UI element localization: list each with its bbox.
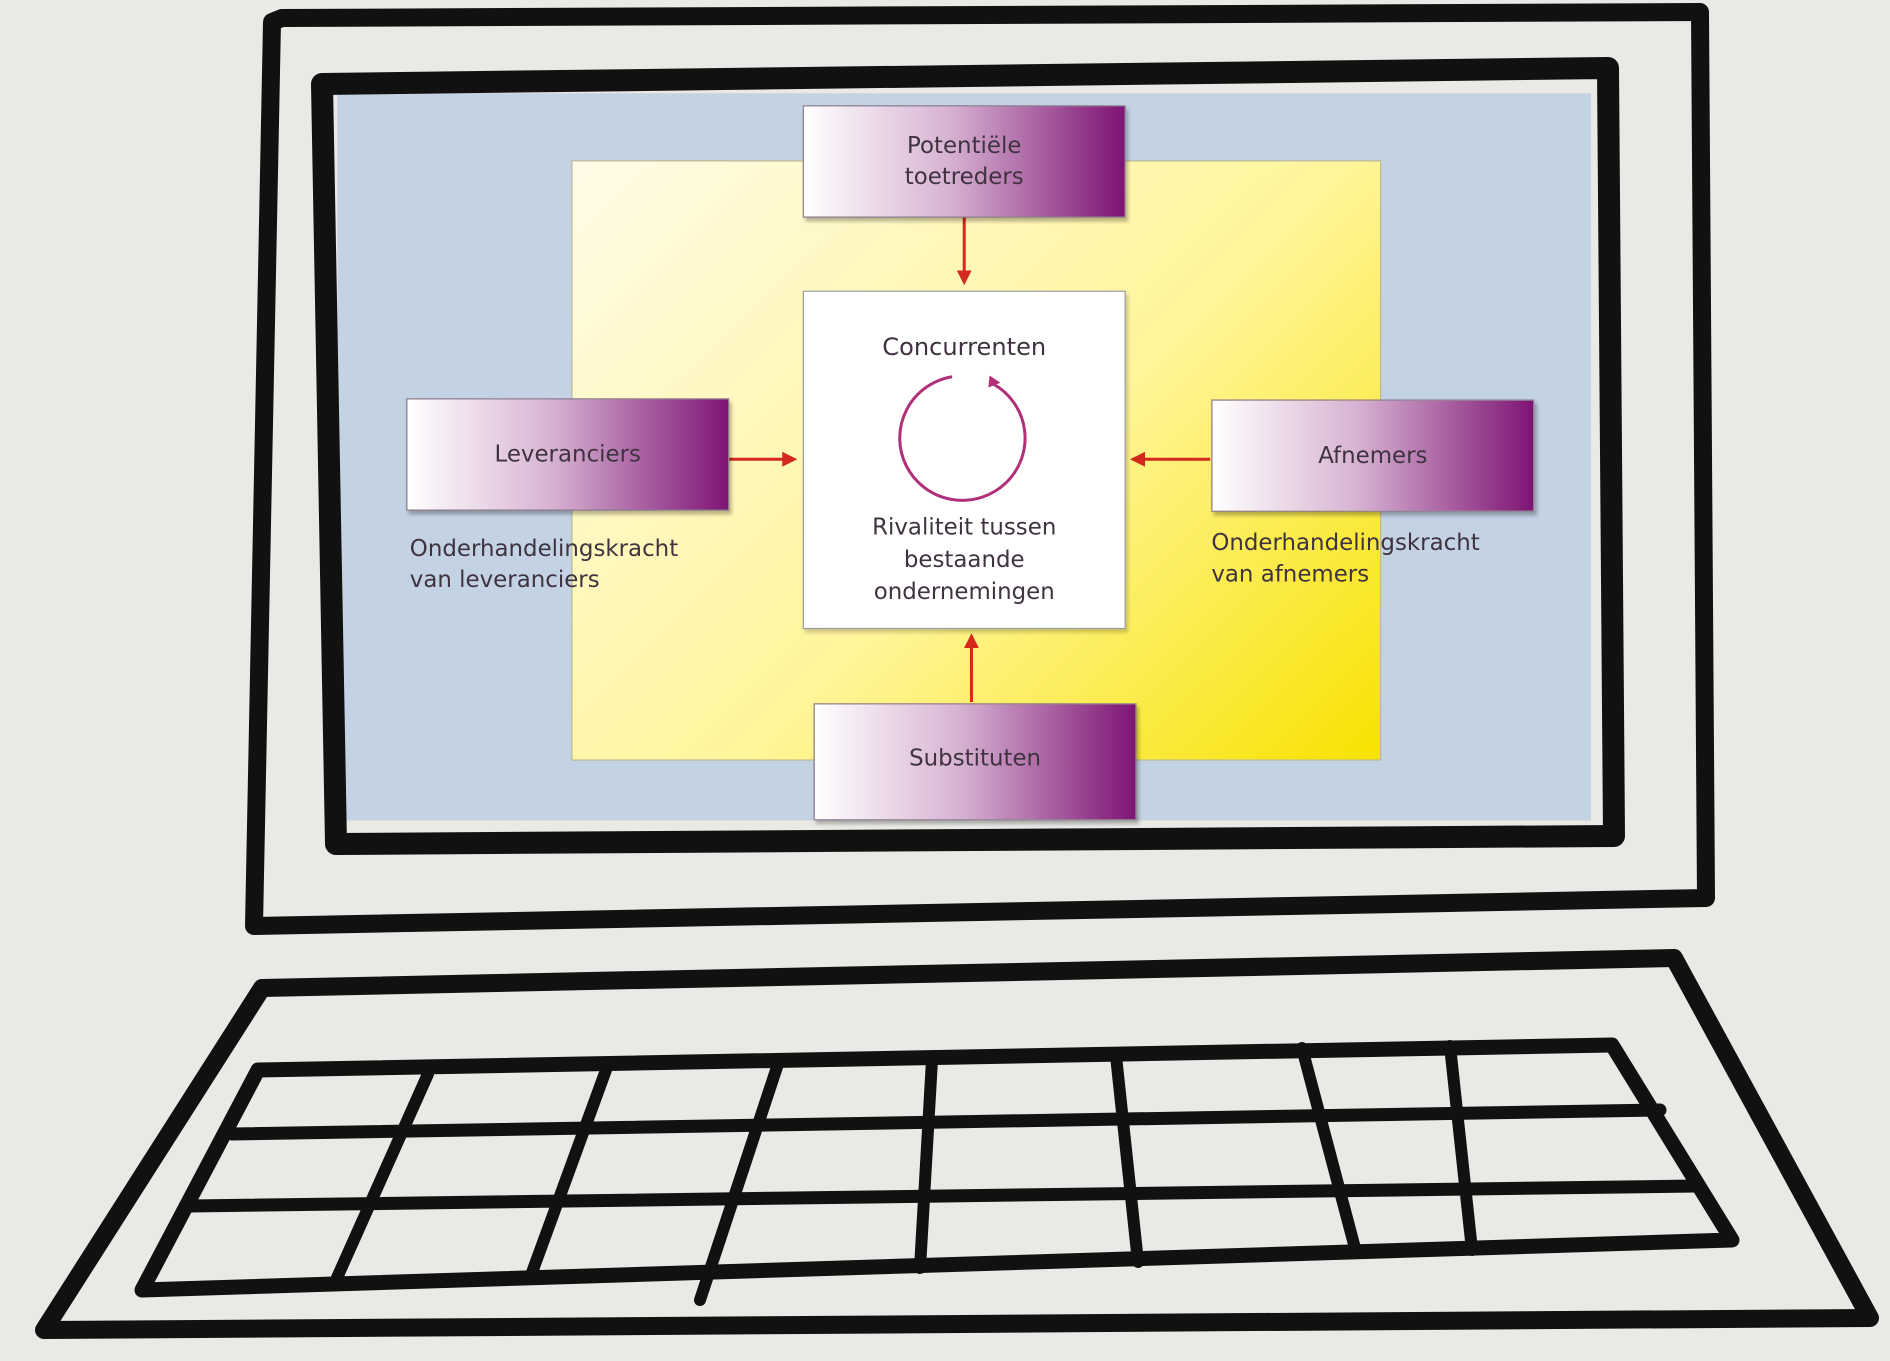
keyboard-outline	[134, 1037, 1740, 1298]
keyboard-column-line	[1296, 1042, 1362, 1258]
screen-bezel-outline	[311, 57, 1625, 855]
keyboard-column-line	[1110, 1050, 1144, 1268]
keyboard-column-line	[1444, 1040, 1478, 1256]
caption-afnemers: Onderhandelingskracht van afnemers	[1211, 529, 1480, 588]
force-box-leveranciers: Leveranciers	[406, 398, 730, 511]
rivalry-cycle-icon	[898, 375, 1027, 502]
keyboard-column-line	[914, 1054, 938, 1274]
center-subtitle: Rivaliteit tussen bestaande onderneminge…	[872, 514, 1057, 606]
caption-leveranciers: Onderhandelingskracht van leveranciers	[409, 535, 679, 594]
keyboard-column-line	[694, 1058, 784, 1306]
laptop-base-outline	[35, 949, 1879, 1339]
keyboard-column-line	[330, 1068, 434, 1286]
keyboard-row-line	[183, 1179, 1703, 1213]
center-box-concurrenten: Concurrenten Rivaliteit tussen bestaande…	[802, 290, 1126, 630]
center-title: Concurrenten	[882, 332, 1047, 362]
force-box-substituten: Substituten	[813, 703, 1137, 821]
keyboard-column-line	[524, 1064, 612, 1284]
laptop-lid-outline	[245, 3, 1715, 935]
force-box-substituten-label: Substituten	[909, 745, 1042, 772]
force-box-potentiele-toetreders: Potentiële toetreders	[802, 105, 1126, 218]
force-box-afnemers: Afnemers	[1211, 399, 1535, 512]
keyboard-row-line	[225, 1103, 1667, 1141]
